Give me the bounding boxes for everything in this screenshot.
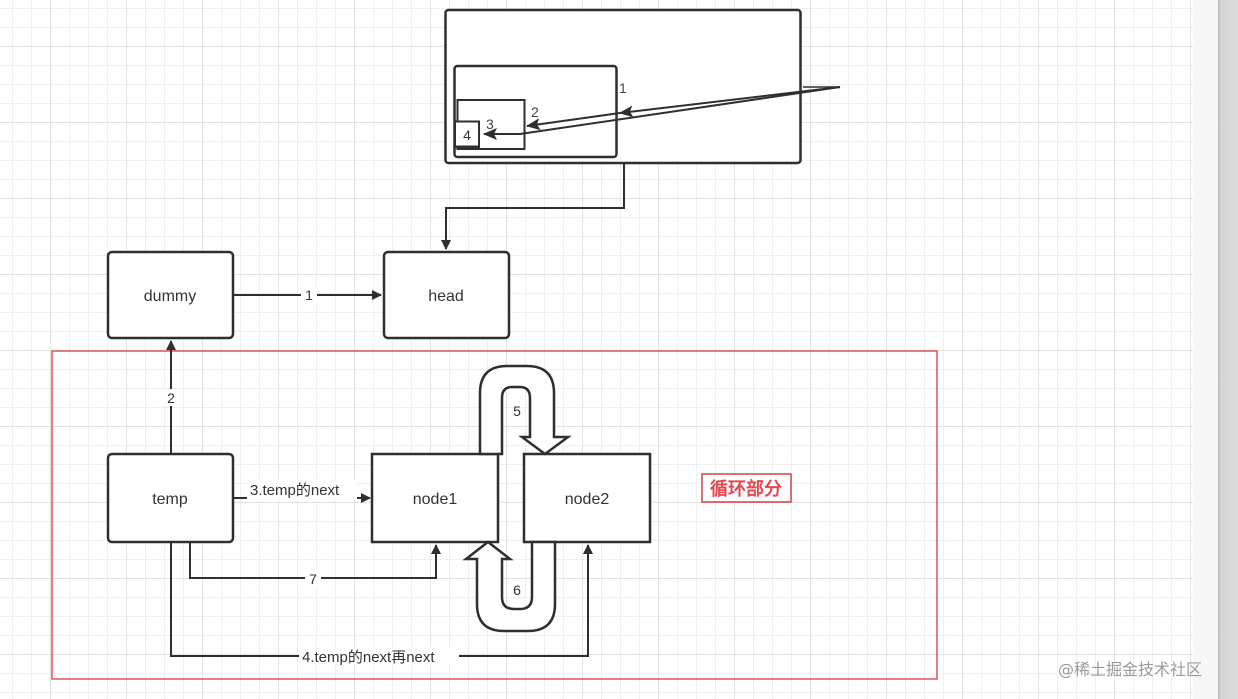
watermark: @稀土掘金技术社区 — [1058, 660, 1203, 679]
inner-box-4[interactable] — [454, 120, 480, 148]
node-temp[interactable]: temp — [106, 452, 235, 544]
edge-label-7: 7 — [309, 571, 317, 587]
uturn-arrow-5[interactable] — [478, 364, 572, 456]
nested-label-4: 4 — [463, 127, 471, 143]
node-node1-label: node1 — [413, 491, 458, 508]
edge-label-3: 3.temp的next — [250, 482, 340, 499]
nested-label-3: 3 — [486, 116, 494, 132]
node-node1[interactable]: node1 — [370, 452, 500, 544]
edge-label-4: 4.temp的next再next — [302, 649, 435, 666]
node-node2[interactable]: node2 — [522, 452, 652, 544]
nested-arrow-main — [619, 86, 841, 118]
nested-arrow-3 — [483, 86, 841, 140]
loop-section-frame[interactable] — [51, 350, 938, 680]
nested-boxes-illustration: 1 2 3 4 — [444, 8, 841, 165]
page-margin — [1193, 0, 1219, 699]
vertical-scrollbar[interactable] — [1218, 0, 1238, 699]
edge-label-6: 6 — [513, 582, 521, 598]
edge-outer-to-head[interactable] — [441, 163, 625, 250]
node-dummy[interactable]: dummy — [106, 250, 235, 340]
node-head[interactable]: head — [382, 250, 511, 340]
nested-arrow-2 — [526, 112, 621, 131]
node-dummy-label: dummy — [144, 288, 196, 305]
edge-label-1: 1 — [305, 287, 313, 303]
nested-label-2: 2 — [531, 104, 539, 120]
edge-label-2: 2 — [167, 390, 175, 406]
uturn-arrow-6[interactable] — [462, 540, 557, 633]
edge-temp-next-next[interactable] — [170, 542, 593, 657]
node-head-label: head — [428, 288, 464, 305]
edge-label-5: 5 — [513, 403, 521, 419]
node-temp-label: temp — [152, 491, 188, 508]
loop-section-label[interactable]: 循环部分 — [701, 473, 792, 503]
loop-section-label-text: 循环部分 — [710, 478, 782, 500]
nested-label-1: 1 — [619, 80, 627, 96]
node-node2-label: node2 — [565, 491, 610, 508]
